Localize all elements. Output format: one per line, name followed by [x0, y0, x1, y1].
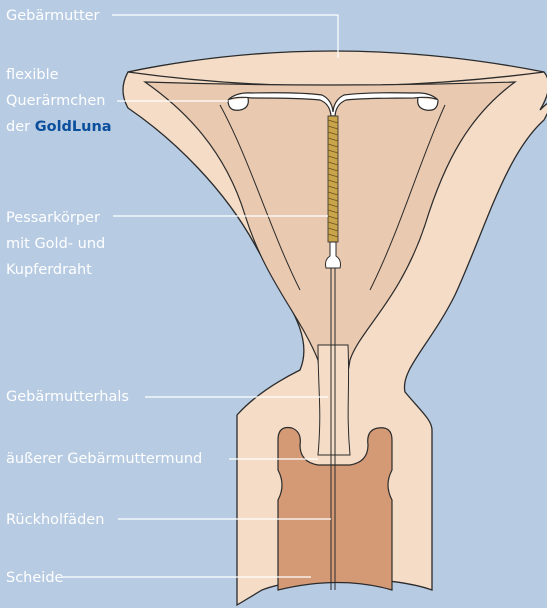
label-threads: Rückholfäden — [6, 507, 104, 533]
label-arms: flexible Querärmchen der GoldLuna — [6, 62, 112, 140]
cervical-canal — [318, 345, 350, 455]
label-arms-line2: Querärmchen — [6, 88, 112, 114]
label-iud-body: Pessarkörper mit Gold- und Kupferdraht — [6, 205, 105, 283]
label-arms-line1: flexible — [6, 62, 112, 88]
label-body-line2: mit Gold- und — [6, 231, 105, 257]
label-vagina: Scheide — [6, 565, 63, 591]
label-uterus: Gebärmutter — [6, 3, 100, 29]
label-cervix: Gebärmutterhals — [6, 384, 129, 410]
label-os: äußerer Gebärmuttermund — [6, 446, 202, 472]
label-body-line1: Pessarkörper — [6, 205, 105, 231]
brand-name: GoldLuna — [35, 119, 112, 135]
label-body-line3: Kupferdraht — [6, 257, 105, 283]
label-arms-line3: der GoldLuna — [6, 114, 112, 140]
